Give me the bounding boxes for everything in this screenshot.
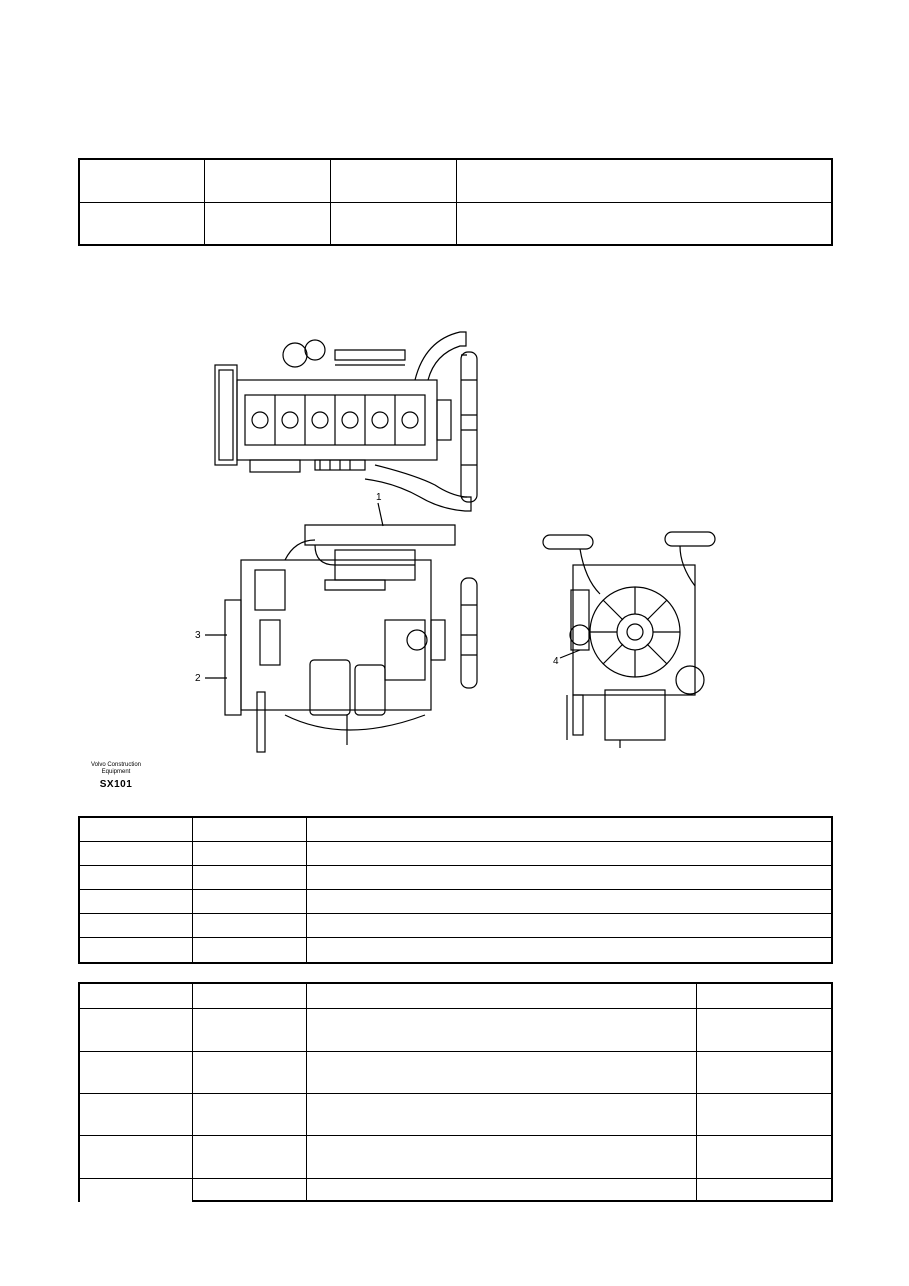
header-table-col-divider	[204, 160, 205, 244]
parts-table-a-row-divider	[80, 913, 831, 914]
callout-2: 2	[195, 673, 201, 684]
figure-brand-block: Volvo Construction Equipment SX101	[86, 762, 146, 790]
header-table-row-divider	[80, 202, 831, 203]
parts-table-b-row-divider	[80, 1093, 831, 1094]
engine-drawing: 1 2 3 4	[185, 320, 745, 760]
engine-front-view: 4	[542, 531, 716, 748]
parts-table-b	[78, 982, 833, 1202]
header-table-col-divider	[456, 160, 457, 244]
callout-1: 1	[376, 492, 382, 503]
parts-table-a-row-divider	[80, 841, 831, 842]
brand-name: Volvo Construction Equipment	[90, 762, 142, 775]
parts-table-b-row-divider	[80, 1051, 831, 1052]
parts-table-a-row-divider	[80, 889, 831, 890]
parts-table-b-row-divider	[80, 1008, 831, 1009]
figure-code: SX101	[99, 779, 133, 790]
parts-table-b-col-divider	[192, 984, 193, 1202]
callout-3: 3	[195, 630, 201, 641]
callout-4: 4	[553, 656, 559, 667]
parts-table-a-row-divider	[80, 937, 831, 938]
header-table-col-divider	[330, 160, 331, 244]
parts-table-b-col-divider	[306, 984, 307, 1202]
parts-table-b-row-divider	[80, 1178, 831, 1179]
parts-table-a-col-divider	[192, 818, 193, 962]
parts-table-a-col-divider	[306, 818, 307, 962]
engine-top-view	[214, 331, 478, 512]
parts-table-b-bottom-line	[192, 1200, 833, 1202]
parts-table-a-row-divider	[80, 865, 831, 866]
engine-illustration: 1 2 3 4	[195, 331, 716, 753]
engine-side-view: 1 2 3	[195, 492, 478, 753]
parts-table-b-row-divider	[80, 1135, 831, 1136]
parts-table-b-col-divider	[696, 984, 697, 1202]
header-table	[78, 158, 833, 246]
parts-table-a	[78, 816, 833, 964]
